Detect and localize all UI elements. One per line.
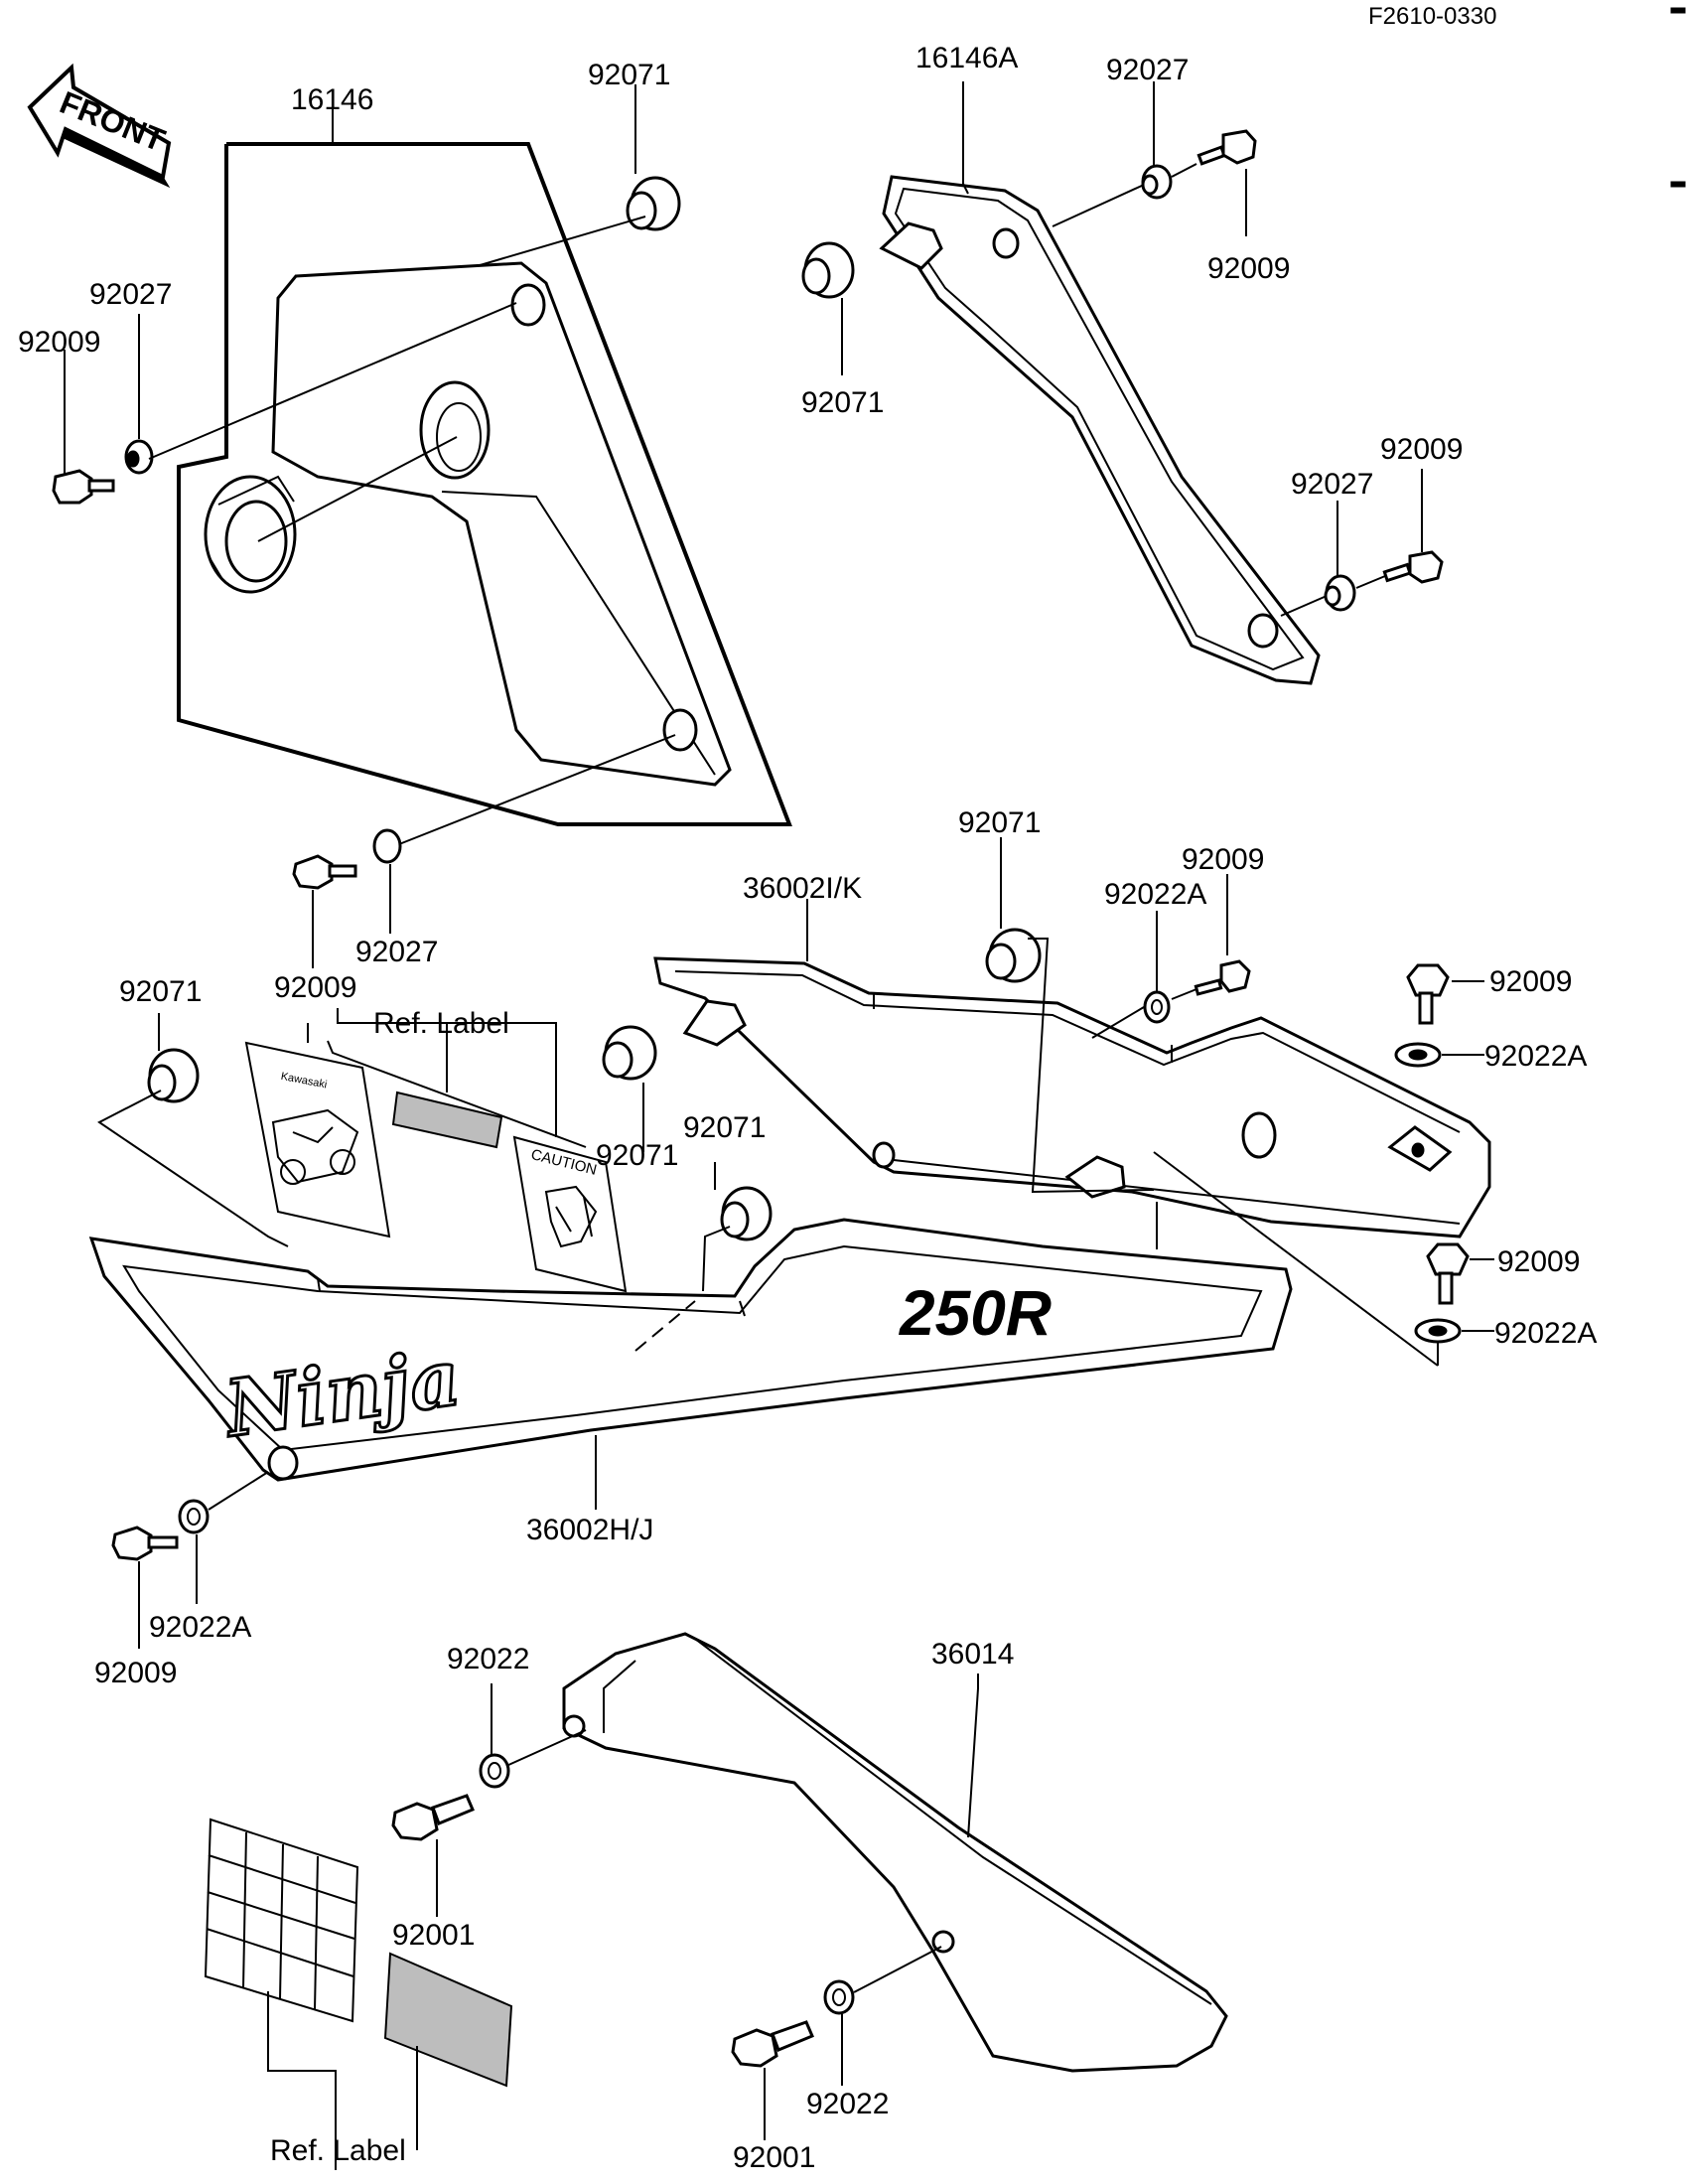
bolt-92009-g [1426, 1242, 1470, 1305]
collar-92027-a [124, 439, 154, 475]
side-cover-16146A [879, 175, 1321, 685]
callout-92022-b: 92022 [806, 2088, 889, 2120]
callout-92022A-c: 92022A [1494, 1317, 1597, 1350]
washer-92022-a [479, 1753, 510, 1789]
washer-92022A-d [178, 1499, 210, 1534]
side-cover-16146 [177, 142, 792, 826]
callout-92009-f: 92009 [1489, 965, 1572, 998]
callout-92001-a: 92001 [392, 1919, 475, 1952]
bottom-label-strip [383, 1952, 513, 2088]
chain-guard-36014 [562, 1632, 1228, 2073]
page-mark-mid [1670, 181, 1686, 188]
grommet-92071-d [602, 1025, 657, 1081]
callout-36002HJ: 36002H/J [526, 1514, 653, 1546]
callout-36002IK: 36002I/K [743, 872, 862, 905]
callout-92071-a: 92071 [588, 59, 670, 91]
callout-92009-a: 92009 [18, 326, 100, 359]
callout-92009-h: 92009 [94, 1657, 177, 1689]
bolt-92009-a [52, 469, 115, 505]
callout-92027-c: 92027 [1106, 54, 1189, 86]
bolt-92009-f [1406, 963, 1450, 1025]
bolt-92009-d [1382, 550, 1444, 584]
bolt-92001-b [731, 2020, 814, 2068]
washer-92022-b [823, 1979, 855, 2015]
front-arrow-icon: FRONT [27, 63, 172, 189]
grommet-92071-a [626, 176, 681, 231]
collar-92027-b [372, 828, 402, 864]
washer-92022A-a [1143, 990, 1171, 1024]
callout-92009-e: 92009 [1182, 843, 1264, 876]
grommet-92071-c [985, 928, 1042, 983]
callout-92022A-a: 92022A [1104, 878, 1206, 911]
grommet-92071-e [147, 1048, 200, 1103]
callout-92071-e: 92071 [119, 975, 202, 1008]
page-mark-top [1670, 7, 1686, 14]
tail-cover-36002IK [653, 956, 1491, 1238]
callout-92027-b: 92027 [355, 936, 438, 968]
callout-92009-g: 92009 [1497, 1245, 1580, 1278]
callout-92071-f: 92071 [683, 1111, 766, 1144]
callout-92009-d: 92009 [1380, 433, 1463, 466]
callout-ref-label-b: Ref. Label [270, 2134, 406, 2167]
collar-92027-d [1324, 574, 1356, 612]
ref-label-strip [391, 1091, 503, 1149]
bolt-92009-c [1196, 129, 1257, 166]
callout-92022-a: 92022 [447, 1643, 529, 1675]
collar-92027-c [1141, 164, 1173, 200]
bolt-92009-h [111, 1526, 179, 1561]
callout-92001-b: 92001 [733, 2141, 815, 2174]
cover-logo-250R: 250R [899, 1277, 1052, 1349]
callout-92009-c: 92009 [1207, 252, 1290, 285]
tail-cover-36002HJ: 250R Ninja [88, 1218, 1293, 1482]
callout-ref-label-a: Ref. Label [373, 1007, 509, 1040]
washer-92022A-b [1394, 1042, 1442, 1068]
kawasaki-decal: Kawasaki [244, 1041, 391, 1238]
bolt-92009-b [292, 854, 357, 890]
grommet-92071-b [801, 241, 855, 299]
bolt-92001-a [391, 1794, 475, 1841]
callout-92022A-b: 92022A [1484, 1040, 1587, 1073]
callout-92071-d: 92071 [596, 1139, 678, 1172]
callout-92071-c: 92071 [958, 806, 1041, 839]
callout-92027-d: 92027 [1291, 468, 1373, 501]
callout-92022A-d: 92022A [149, 1611, 251, 1644]
callout-92071-b: 92071 [801, 386, 884, 419]
washer-92022A-c [1414, 1318, 1462, 1344]
grommet-92071-f [720, 1186, 773, 1241]
callout-16146A: 16146A [915, 42, 1018, 74]
doc-code: F2610-0330 [1368, 3, 1496, 30]
callout-92027-a: 92027 [89, 278, 172, 311]
bolt-92009-e [1194, 959, 1251, 996]
callout-92009-b: 92009 [274, 971, 356, 1004]
bottom-label-grid [204, 1818, 359, 2023]
callout-36014: 36014 [931, 1638, 1014, 1671]
callout-16146: 16146 [291, 83, 373, 116]
